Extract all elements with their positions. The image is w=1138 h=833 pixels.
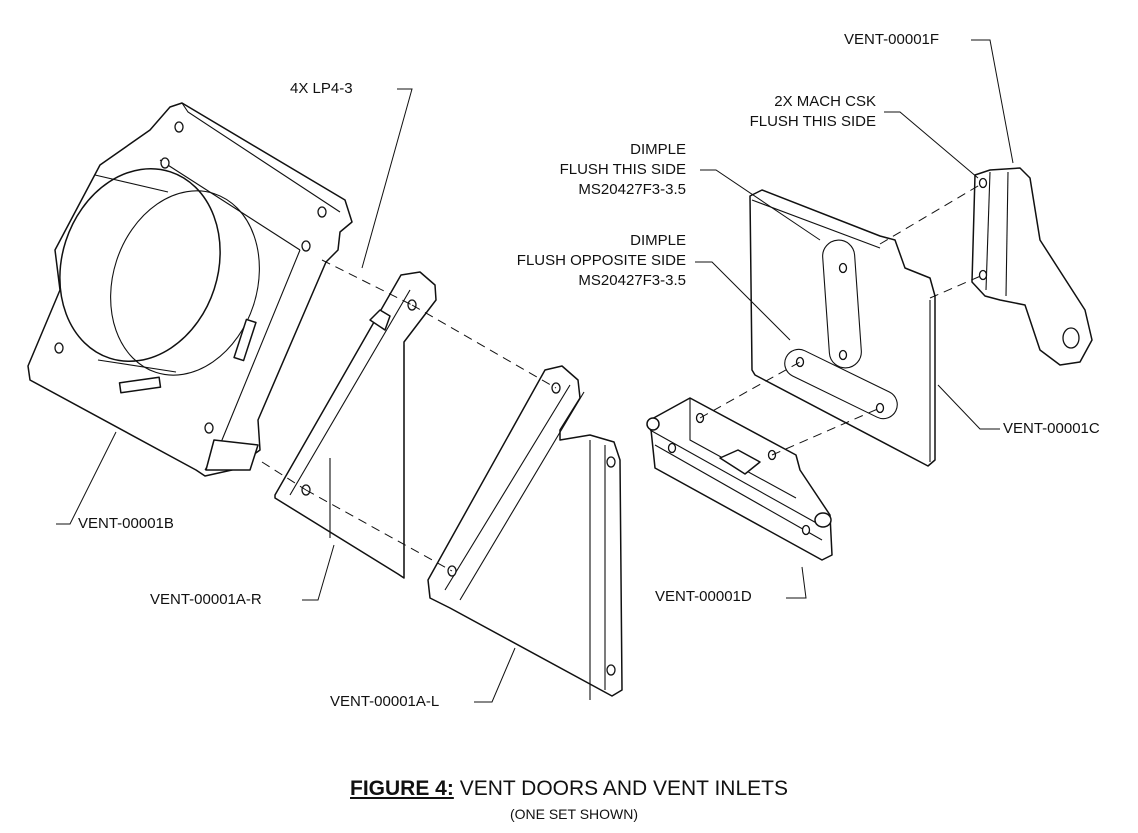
- label-vent-00001a-r: VENT-00001A-R: [150, 591, 262, 608]
- label-dimple-2-line2: FLUSH OPPOSITE SIDE: [516, 252, 686, 269]
- label-dimple-flush-opposite-side: DIMPLE FLUSH OPPOSITE SIDE MS20427F3-3.5: [460, 231, 686, 291]
- label-vent-00001b: VENT-00001B: [78, 515, 174, 532]
- figure-subtitle: (ONE SET SHOWN): [509, 806, 639, 822]
- label-mach-csk-line2: FLUSH THIS SIDE: [749, 113, 876, 130]
- label-mach-csk: 2X MACH CSK FLUSH THIS SIDE: [690, 92, 876, 132]
- label-vent-00001c: VENT-00001C: [1003, 420, 1100, 437]
- label-vent-00001f: VENT-00001F: [844, 31, 940, 48]
- label-dimple-flush-this-side: DIMPLE FLUSH THIS SIDE MS20427F3-3.5: [500, 140, 686, 200]
- label-mach-csk-line1: 2X MACH CSK: [774, 93, 876, 110]
- figure-title: VENT DOORS AND VENT INLETS: [459, 777, 788, 800]
- label-dimple-2-line3: MS20427F3-3.5: [578, 272, 686, 289]
- leader-lines: [56, 39, 1014, 703]
- vent-door-plate-part-c: [749, 189, 936, 467]
- label-vent-00001a-l: VENT-00001A-L: [330, 693, 440, 710]
- label-dimple-2-line1: DIMPLE: [630, 232, 686, 249]
- figure-number: FIGURE 4:: [350, 777, 454, 800]
- label-dimple-1-line2: FLUSH THIS SIDE: [559, 161, 686, 178]
- vent-arm-part-f: [971, 167, 1093, 366]
- vent-inlet-part-b: [27, 102, 353, 477]
- label-4x-lp4-3: 4X LP4-3: [290, 80, 353, 97]
- vent-hinge-part-d: [646, 397, 833, 561]
- label-vent-00001d: VENT-00001D: [655, 588, 752, 605]
- label-dimple-1-line1: DIMPLE: [630, 141, 686, 158]
- assembly-lines: [261, 182, 984, 572]
- figure-caption: FIGURE 4: VENT DOORS AND VENT INLETS: [0, 777, 1138, 801]
- label-dimple-1-line3: MS20427F3-3.5: [578, 181, 686, 198]
- vent-door-part-a-r: [274, 271, 437, 579]
- vent-door-part-a-l: [427, 365, 623, 700]
